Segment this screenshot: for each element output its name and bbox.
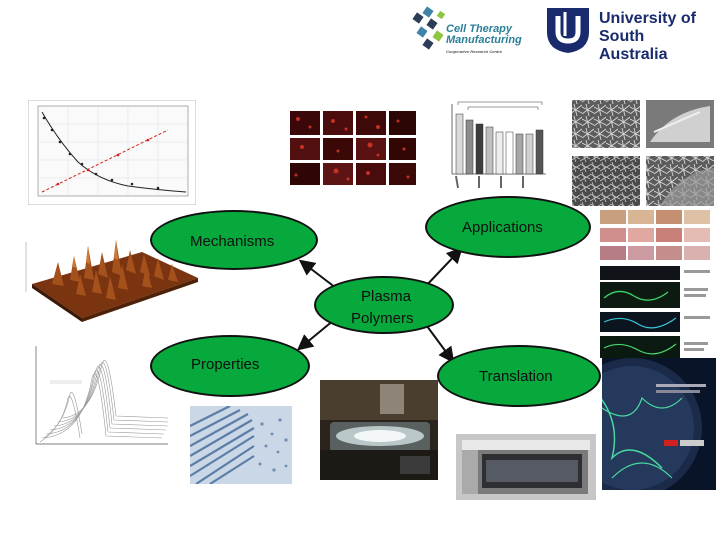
node-plasma-line1: Plasma — [361, 286, 411, 308]
node-plasma-polymers: Plasma Polymers — [314, 276, 454, 334]
node-translation-label: Translation — [479, 366, 553, 388]
node-properties-label: Properties — [191, 354, 259, 376]
arrow-plasma-to-translation — [424, 322, 452, 360]
arrow-plasma-to-properties — [300, 320, 334, 348]
node-applications-label: Applications — [462, 217, 543, 239]
node-applications: Applications — [425, 196, 591, 258]
node-translation: Translation — [437, 345, 601, 407]
node-mechanisms-label: Mechanisms — [190, 231, 274, 253]
node-plasma-line2: Polymers — [351, 308, 414, 330]
node-properties: Properties — [150, 335, 310, 397]
node-mechanisms: Mechanisms — [150, 210, 318, 270]
arrow-plasma-to-mechanisms — [302, 262, 336, 288]
